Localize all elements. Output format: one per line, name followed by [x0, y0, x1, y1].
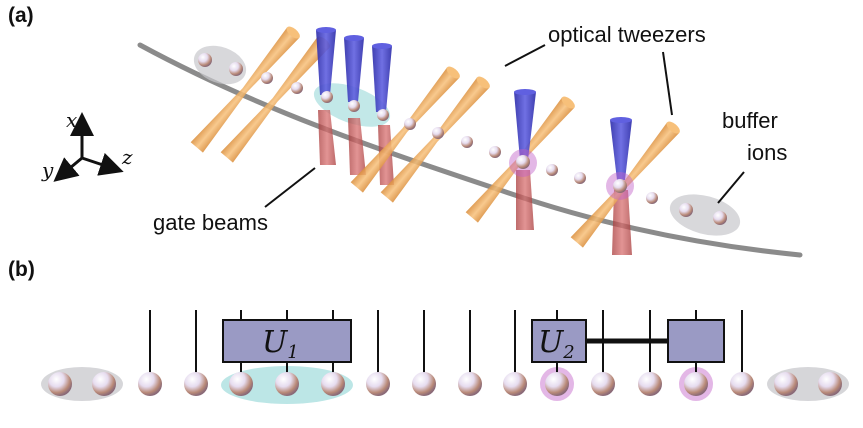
buffer-ellipse-right: [669, 194, 741, 236]
annotation-ions: ions: [747, 140, 788, 165]
buffer-pointer: [717, 171, 745, 204]
annotation-gate-beams: gate beams: [153, 210, 268, 235]
tweezers-pointer-right: [662, 51, 673, 116]
gate-beams-pointer: [264, 167, 316, 208]
gate-u2-box-left: [531, 319, 587, 363]
optical-tweezers: [190, 26, 680, 248]
panel-b-label: (b): [8, 258, 35, 281]
axis-label-x: x: [66, 108, 78, 132]
buffer-ellipse-left: [193, 45, 247, 85]
annotation-buffer: buffer: [722, 108, 778, 133]
panel-a-label: (a): [8, 4, 34, 27]
gate-u1-label: U1: [262, 325, 299, 363]
axes-triad: [53, 112, 124, 182]
ion-chain-b: [48, 372, 842, 396]
gate-u2-label: U2: [538, 325, 575, 363]
ion-chain-a: [198, 53, 727, 225]
gate-u1-box: [222, 319, 352, 363]
axis-label-y: y: [42, 158, 54, 182]
gate-beams-blue: [316, 27, 632, 180]
axis-label-z: z: [122, 145, 133, 169]
tweezers-pointer-left: [504, 44, 546, 67]
annotation-optical-tweezers: optical tweezers: [548, 22, 706, 47]
gate-u2-box-right: [667, 319, 725, 363]
